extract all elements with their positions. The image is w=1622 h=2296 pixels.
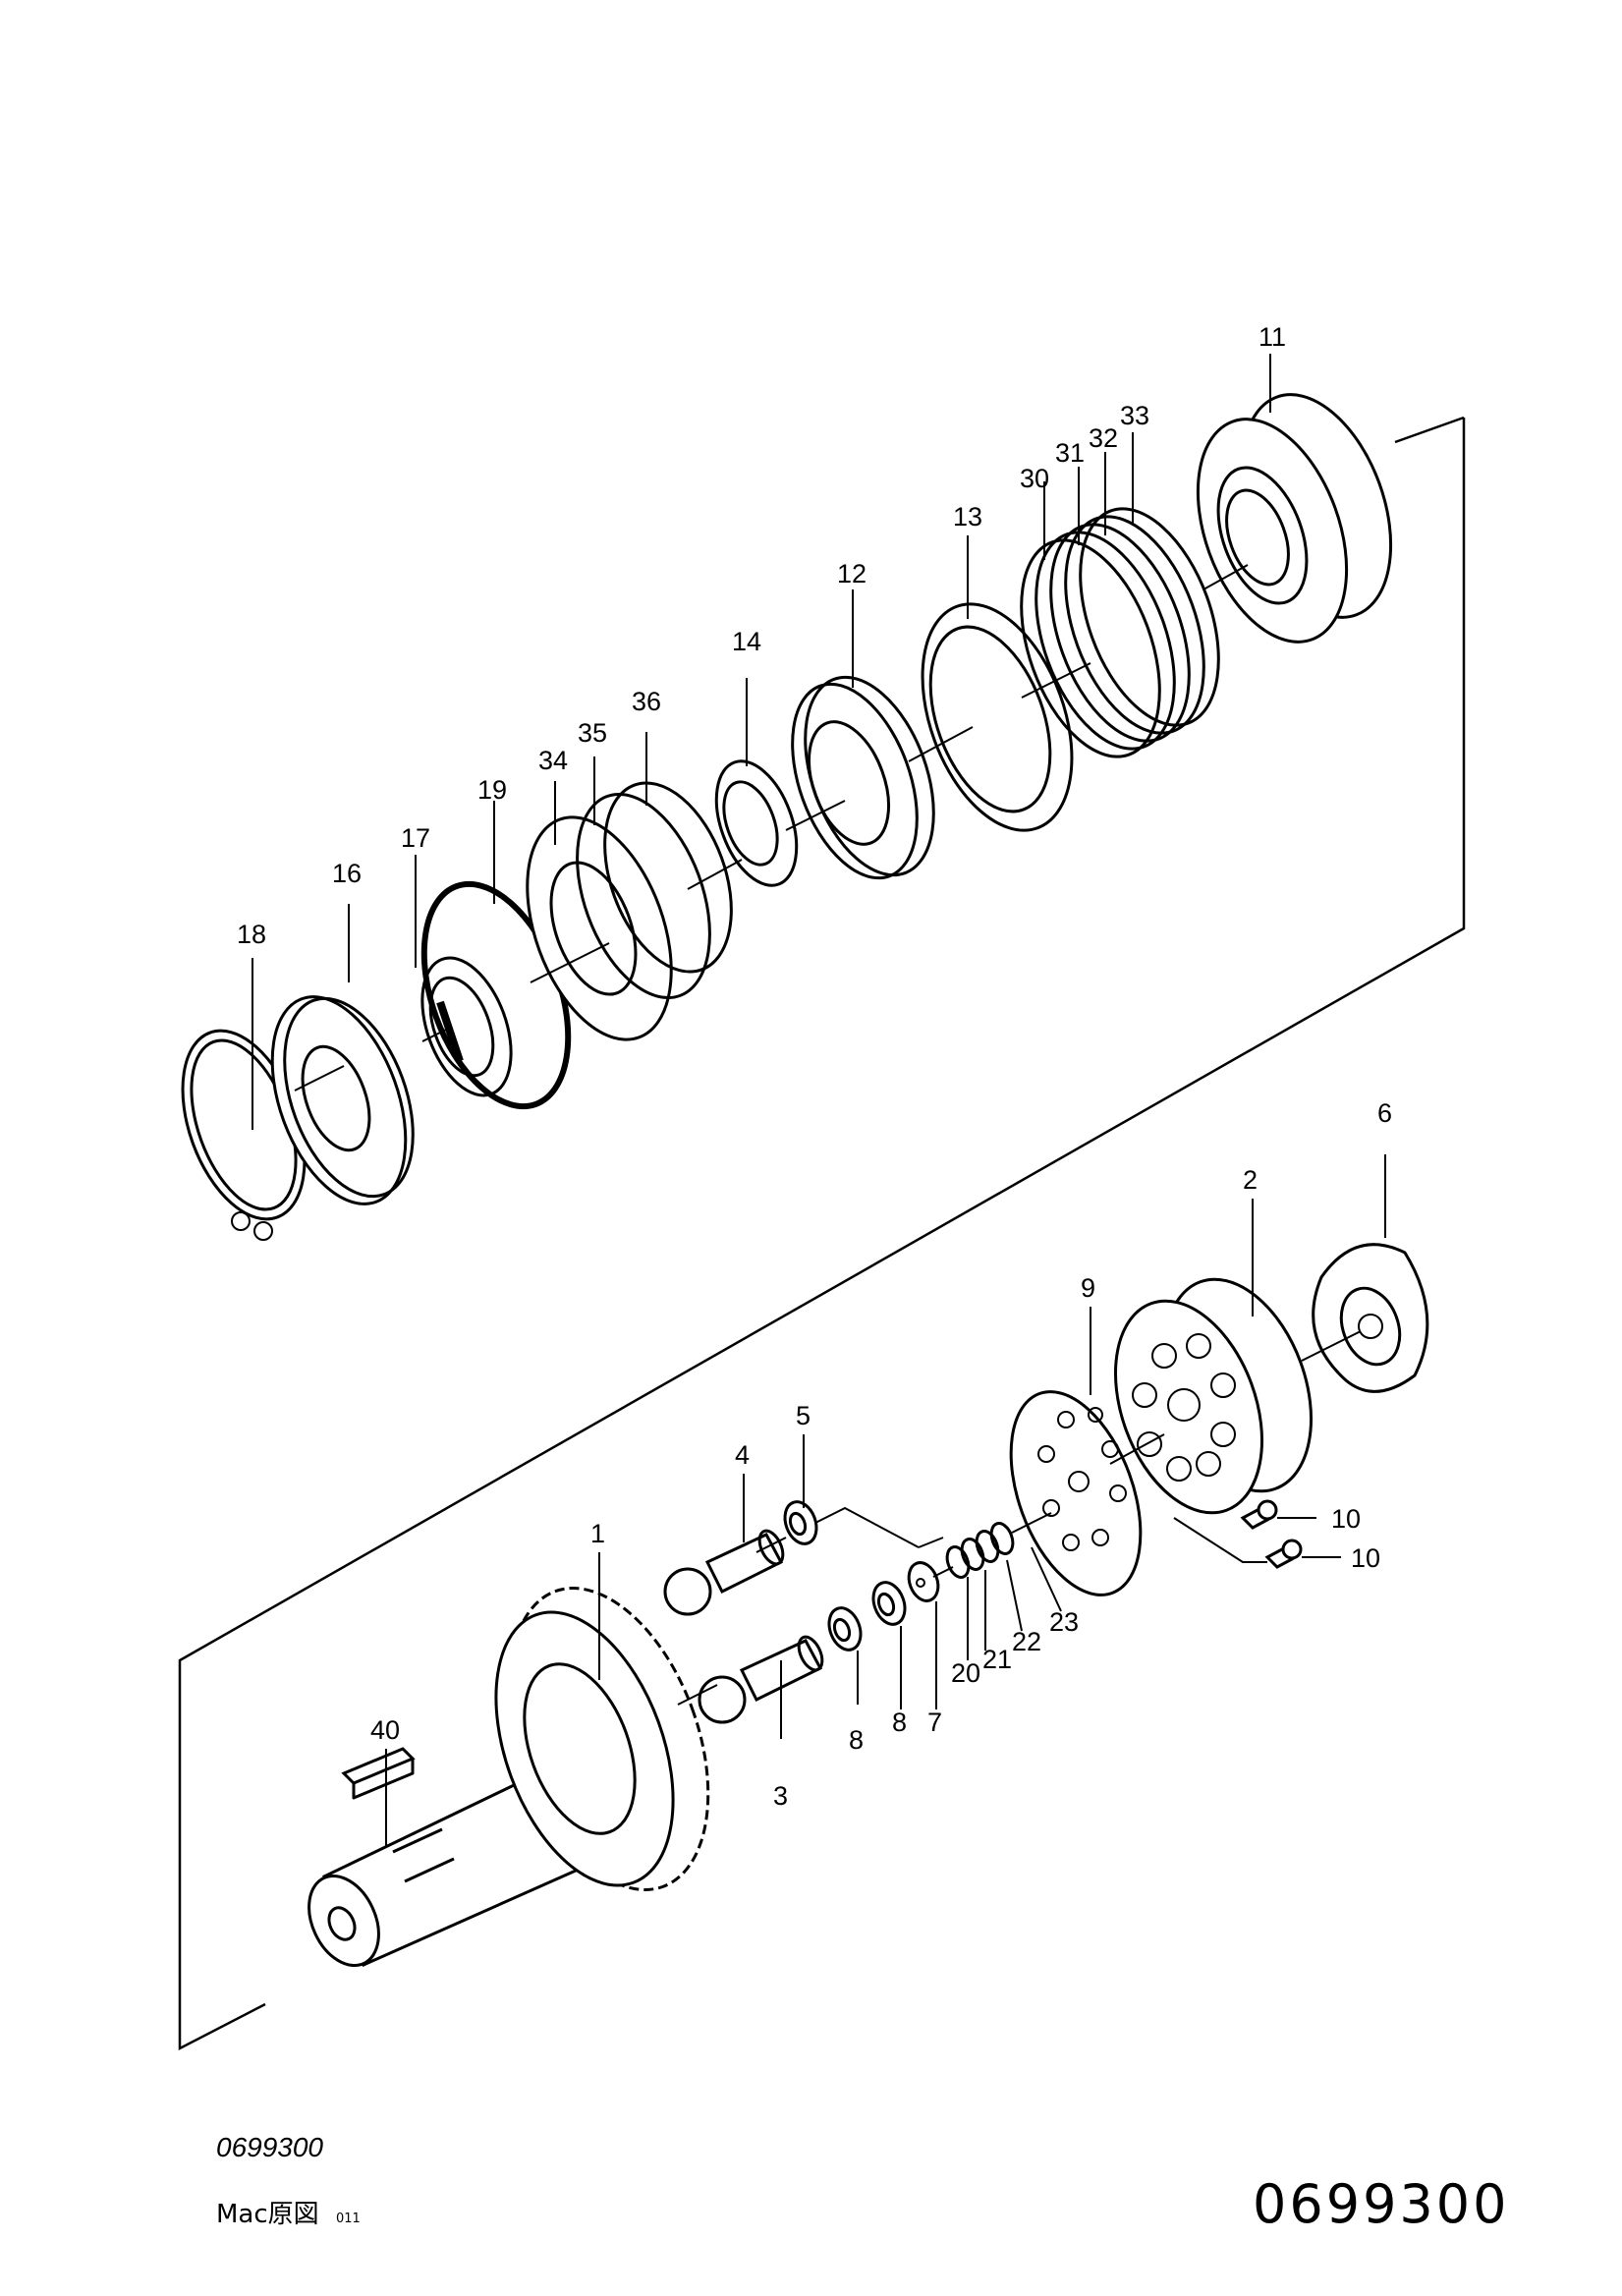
callout-17: 17 [401, 823, 430, 853]
part-10-bolts [1240, 1499, 1303, 1569]
callout-36: 36 [632, 687, 661, 716]
part-7-washer [907, 1561, 940, 1602]
callout-23: 23 [1049, 1607, 1079, 1637]
callout-14: 14 [732, 627, 761, 656]
callout-10-lower: 10 [1351, 1543, 1380, 1573]
callout-8-right: 8 [892, 1708, 907, 1737]
part-36-disc-spring [603, 781, 733, 974]
callout-32: 32 [1089, 423, 1118, 453]
part-2-cylinder-block [1113, 1277, 1314, 1515]
part-20-23-rings [945, 1522, 1015, 1579]
part-35-disc-spring [576, 792, 711, 1000]
source-code: 011 [336, 2212, 361, 2226]
part-12-collar [791, 675, 935, 880]
drawing-number-small: 0699300 [216, 2132, 323, 2162]
callout-6: 6 [1377, 1098, 1392, 1128]
drawing-number-large: 0699300 [1253, 2173, 1510, 2235]
callout-34: 34 [538, 746, 568, 775]
part-5-ring [783, 1500, 818, 1545]
part-34-plate [526, 815, 673, 1041]
callout-7: 7 [927, 1708, 942, 1737]
callout-20: 20 [951, 1658, 980, 1688]
part-40-key [341, 1747, 416, 1800]
callout-33: 33 [1120, 401, 1149, 430]
source-note: Mac原図 [216, 2200, 319, 2229]
callout-30: 30 [1020, 464, 1049, 493]
callout-40: 40 [370, 1715, 400, 1745]
callout-18: 18 [237, 920, 266, 949]
callout-19: 19 [477, 775, 507, 805]
callout-13: 13 [953, 502, 982, 532]
callout-12: 12 [837, 559, 867, 588]
part-8-rings [827, 1581, 907, 1652]
callout-5: 5 [796, 1401, 811, 1430]
callout-1: 1 [590, 1519, 605, 1548]
leader-lines [252, 354, 1386, 1847]
part-17-bushing [420, 956, 513, 1097]
callout-31: 31 [1055, 438, 1085, 468]
assembly-frame [178, 416, 1466, 2051]
callout-4: 4 [735, 1440, 750, 1470]
part-16-plate [270, 995, 415, 1205]
callout-21: 21 [982, 1645, 1012, 1674]
part-1-shaft-gear [308, 1587, 710, 1968]
callout-10-upper: 10 [1331, 1504, 1361, 1534]
callout-35: 35 [578, 718, 607, 748]
part-13-ring [921, 602, 1074, 832]
part-11-retainer [1196, 393, 1393, 644]
callout-11: 11 [1258, 322, 1286, 352]
part-3-piston [698, 1635, 824, 1724]
callout-labels: 11 33 32 31 30 13 12 14 36 35 34 19 17 1… [237, 322, 1392, 1811]
callout-2: 2 [1243, 1165, 1258, 1195]
part-4-piston [663, 1529, 785, 1616]
part-9-retainer-plate [1009, 1390, 1143, 1596]
part-14-retaining-ring [714, 759, 799, 887]
callout-8-left: 8 [849, 1725, 864, 1755]
drawing-footer: 0699300 Mac原図 011 0699300 [216, 2132, 1510, 2235]
part-30-33-springs [1020, 507, 1220, 758]
callout-9: 9 [1081, 1273, 1095, 1303]
part-6-valve-plate [1312, 1243, 1429, 1393]
callout-3: 3 [773, 1781, 788, 1811]
callout-22: 22 [1012, 1627, 1041, 1656]
callout-16: 16 [332, 859, 362, 888]
